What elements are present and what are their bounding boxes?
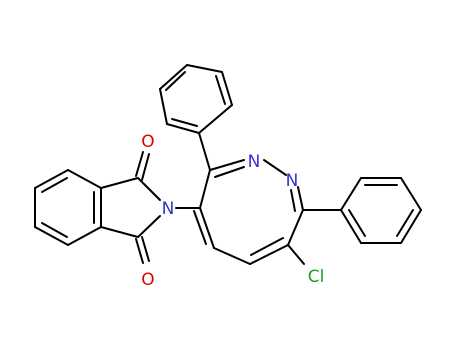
carbonyl-oxygen-top-label: O (141, 132, 154, 152)
imide-nitrogen-label: N (162, 199, 175, 219)
carbonyl-oxygen-bottom-label: O (141, 270, 154, 290)
top-phenyl-ring (159, 64, 233, 171)
c-cl-bond (287, 244, 305, 265)
phthalimide-benzene-ring (34, 169, 102, 246)
azo-nitrogen-upper-label: N (248, 152, 261, 172)
right-phenyl-ring (302, 177, 422, 244)
diazocine-ring (193, 159, 304, 265)
azo-nitrogen-lower-label: N (286, 171, 299, 191)
chlorine-label: Cl (308, 267, 325, 287)
imide-ring (100, 151, 161, 264)
